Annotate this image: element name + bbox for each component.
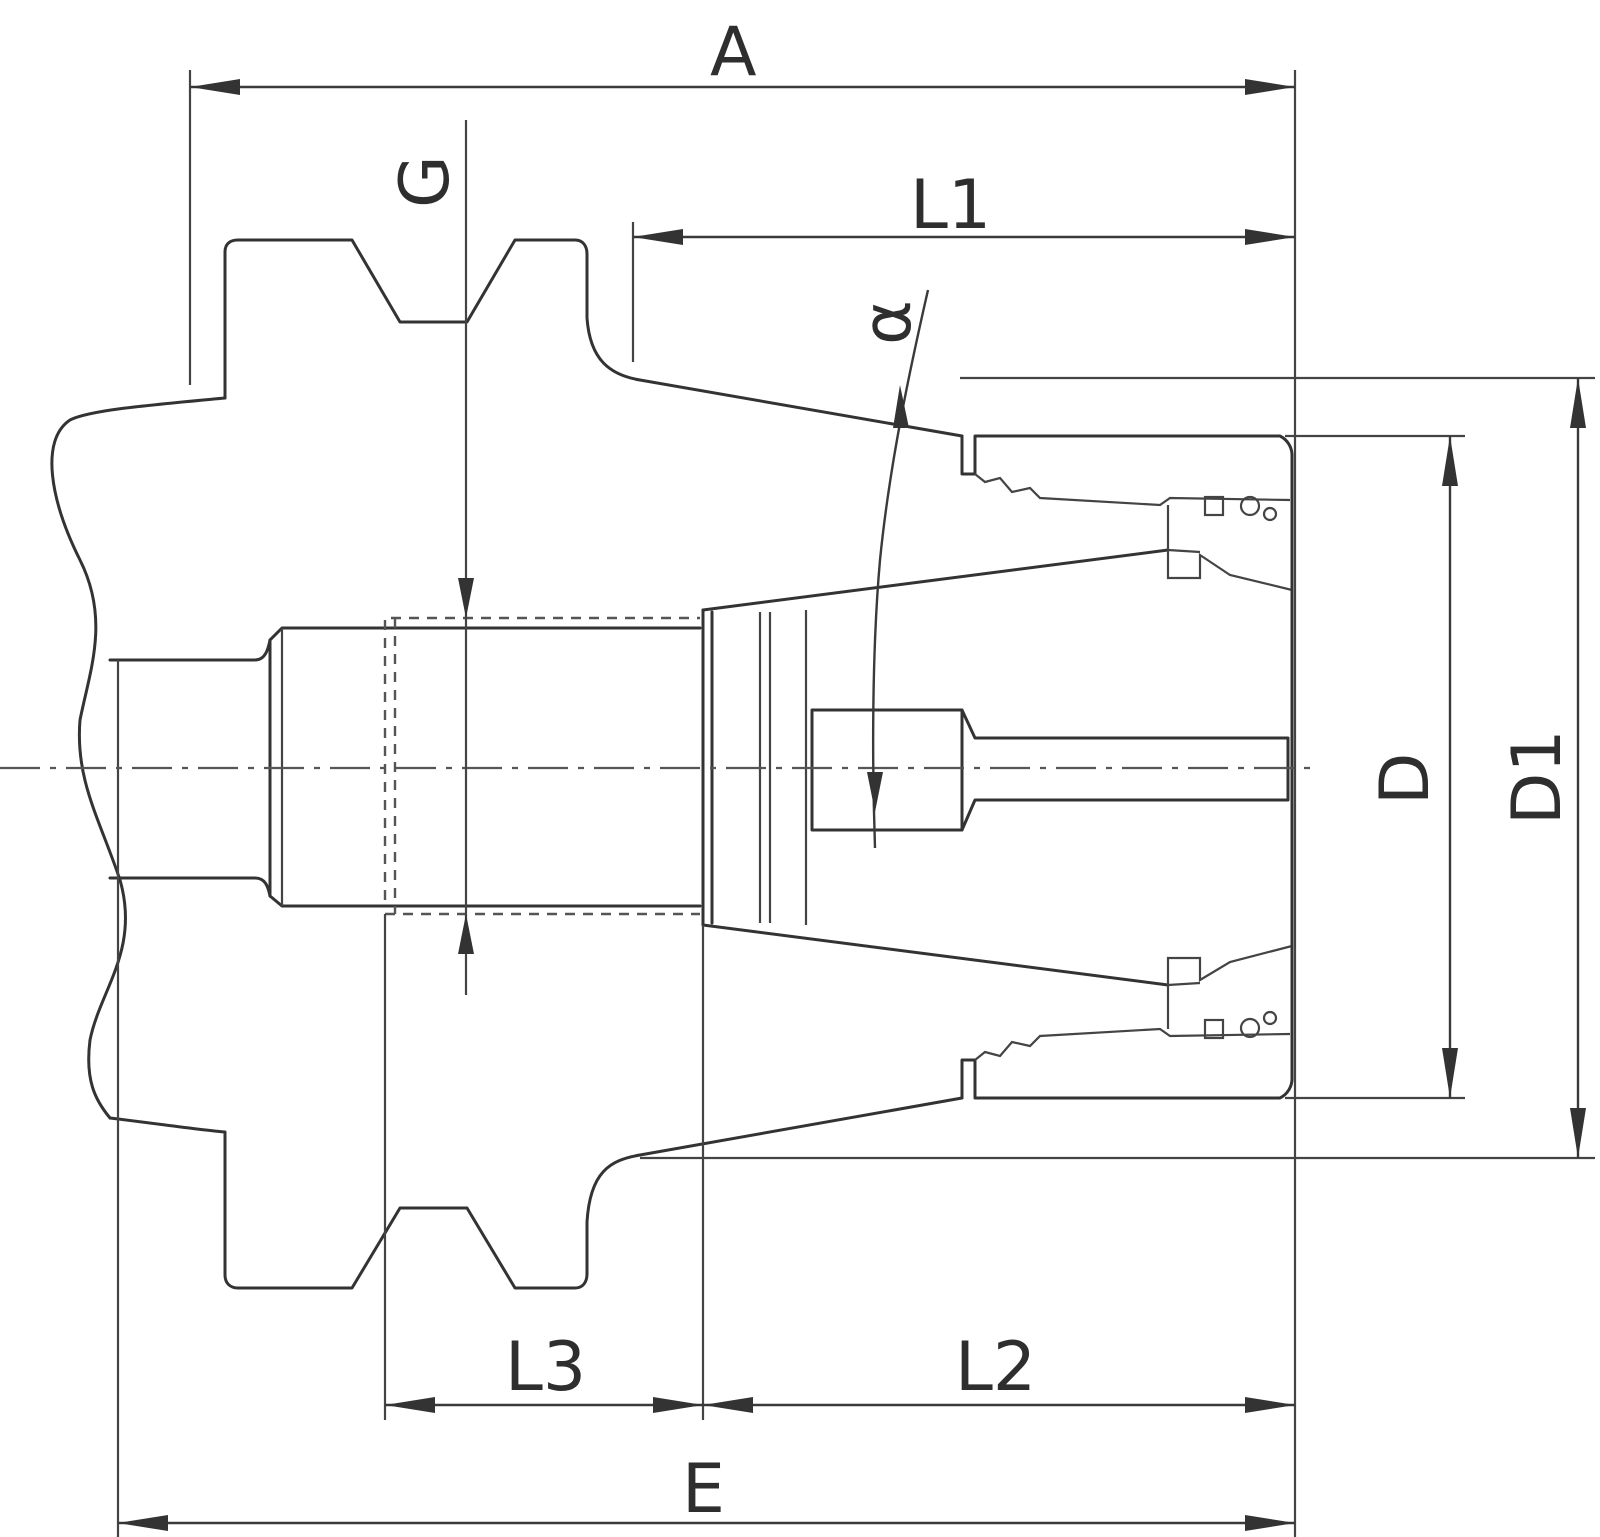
nut-detail-2 [1203,1018,1225,1040]
label-l2: L2 [955,1328,1036,1407]
collet-taper-lower [701,923,1170,987]
arrow-e-right [1245,1515,1295,1531]
arrow-alpha-top [893,385,909,428]
label-alpha: α [848,300,927,345]
nut-ball-2 [1262,506,1278,522]
arrow-l1-left [633,229,683,245]
label-g: G [386,155,465,208]
label-d: D [1366,753,1445,805]
nut-thread-upper [974,473,1291,507]
arrow-l3-right [653,1397,703,1413]
arrow-l2-right [1245,1397,1295,1413]
break-line [50,396,227,1120]
arrow-a-left [190,79,240,95]
nut-lower [960,1058,1294,1100]
arrow-alpha-bottom [867,772,883,812]
label-e: E [682,1450,725,1529]
arrow-e-left [118,1515,168,1531]
tool-bore [810,708,1290,832]
arrow-l3-left [385,1397,435,1413]
label-d1: D1 [1498,729,1577,825]
dim-alpha [871,289,930,849]
arrow-d1-bottom [1570,1108,1586,1158]
holder-body-upper [223,238,964,438]
label-l3: L3 [505,1328,586,1407]
holder-body-lower [108,1096,964,1290]
thread-g-hidden [383,616,700,916]
arrow-a-right [1245,79,1295,95]
nut-ball-3 [1239,1017,1261,1039]
nut-inner-upper [1166,505,1293,592]
label-l1: L1 [910,166,991,245]
arrow-d-bottom [1442,1048,1458,1098]
arrow-l1-right [1245,229,1295,245]
nut-ball-1 [1239,495,1261,517]
arrow-l2-left [703,1397,753,1413]
collet-taper-upper [701,548,1170,612]
arrow-d-top [1442,436,1458,486]
nut-detail-1 [1203,495,1225,517]
arrow-g-bottom [458,914,474,954]
nut-inner-lower [1166,944,1293,1029]
nut-upper [960,434,1294,476]
arrow-g-top [458,578,474,618]
nut-thread-lower [974,1027,1291,1061]
arrow-d1-top [1570,378,1586,428]
nut-ball-4 [1262,1010,1278,1026]
label-a: A [710,13,757,92]
bore-step-left [108,626,702,662]
bore-step-left-lower [108,876,702,908]
